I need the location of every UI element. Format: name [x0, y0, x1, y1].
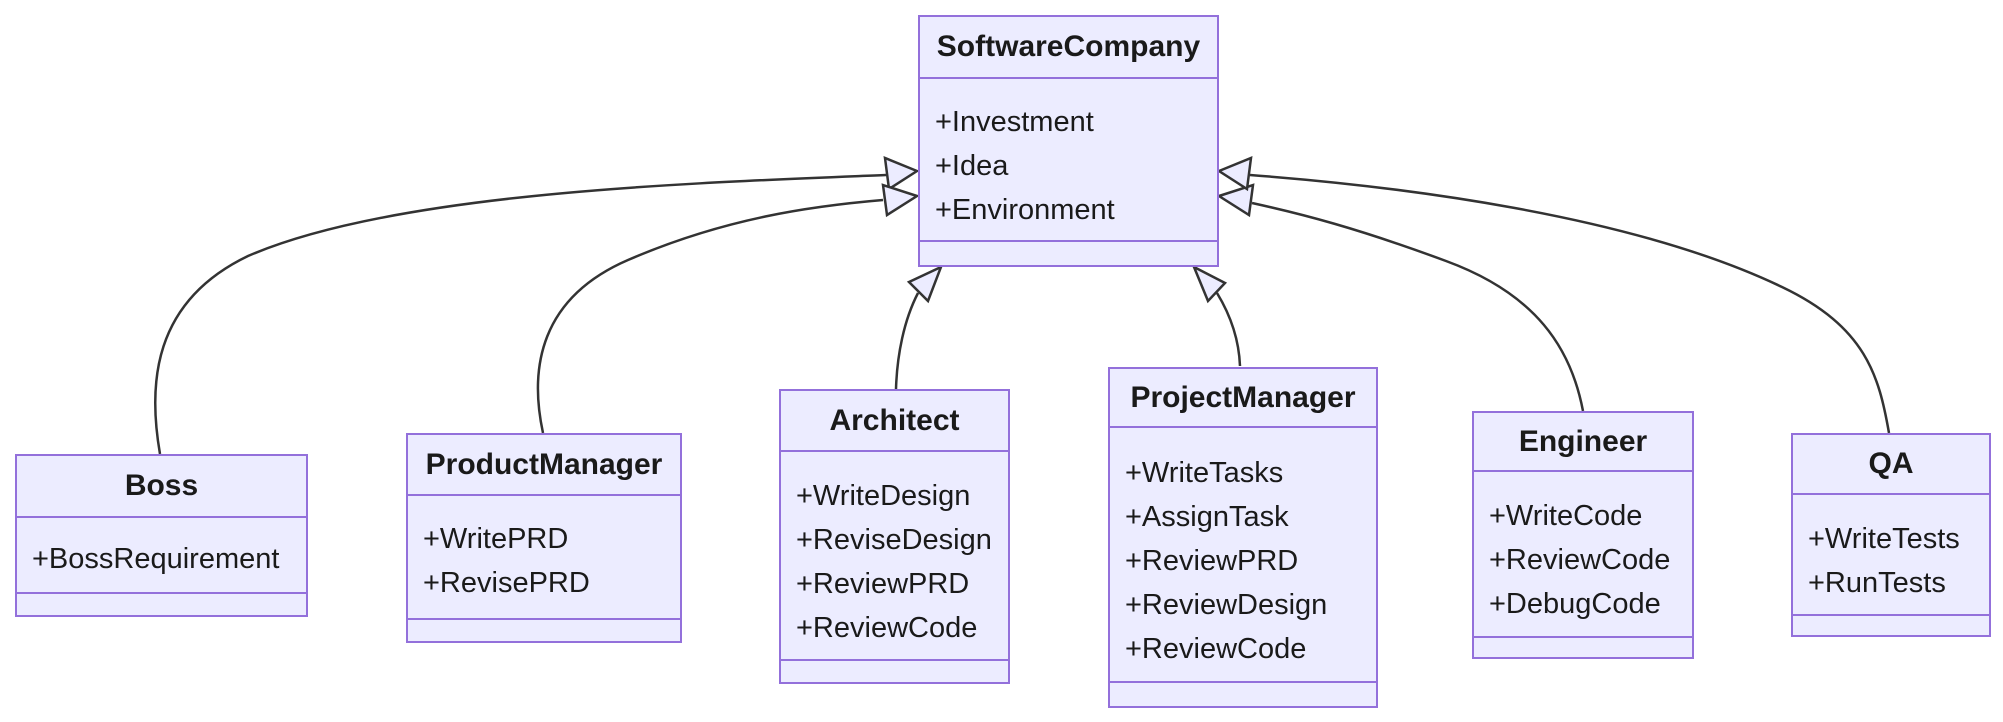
class-member: +ReviewPRD — [796, 568, 970, 600]
class-member: +Idea — [935, 150, 1009, 182]
class-title: QA — [1793, 435, 1989, 495]
edge-boss-extends-softwarecompany — [153, 173, 887, 455]
class-methods-empty-section — [1110, 681, 1376, 706]
inheritance-arrowhead-engineer — [1216, 183, 1255, 218]
edge-productmanager-extends-softwarecompany — [536, 198, 884, 434]
edge-qa-extends-softwarecompany — [1249, 173, 1891, 434]
class-member: +AssignTask — [1125, 501, 1289, 533]
class-methods-empty-section — [920, 240, 1217, 265]
class-member: +WritePRD — [423, 523, 569, 555]
class-member: +Environment — [935, 194, 1115, 226]
class-box-engineer: Engineer +WriteCode +ReviewCode +DebugCo… — [1472, 411, 1694, 659]
edge-architect-extends-softwarecompany — [894, 292, 920, 390]
class-box-projectmanager: ProjectManager +WriteTasks +AssignTask +… — [1108, 367, 1378, 708]
class-member: +ReviewCode — [796, 612, 978, 644]
class-members: +WritePRD +RevisePRD — [408, 496, 680, 605]
class-member: +WriteTests — [1808, 523, 1960, 555]
inheritance-arrowhead-boss — [883, 156, 920, 192]
class-member: +WriteTasks — [1125, 457, 1284, 489]
class-member: +RevisePRD — [423, 567, 590, 599]
class-methods-empty-section — [781, 659, 1008, 682]
class-title: Architect — [781, 391, 1008, 452]
class-methods-empty-section — [408, 618, 680, 641]
class-member: +ReviewPRD — [1125, 545, 1299, 577]
class-methods-empty-section — [17, 592, 306, 615]
edge-engineer-extends-softwarecompany — [1251, 201, 1585, 412]
class-member: +ReviseDesign — [796, 524, 992, 556]
class-members: +WriteCode +ReviewCode +DebugCode — [1474, 472, 1692, 626]
class-methods-empty-section — [1474, 636, 1692, 657]
class-box-softwarecompany: SoftwareCompany +Investment +Idea +Envir… — [918, 15, 1219, 267]
edge-projectmanager-extends-softwarecompany — [1215, 292, 1242, 367]
class-box-productmanager: ProductManager +WritePRD +RevisePRD — [406, 433, 682, 643]
class-box-architect: Architect +WriteDesign +ReviseDesign +Re… — [779, 389, 1010, 684]
class-title: ProductManager — [408, 435, 680, 496]
class-member: +WriteCode — [1489, 500, 1643, 532]
inheritance-arrowhead-qa — [1216, 156, 1253, 192]
class-members: +WriteTasks +AssignTask +ReviewPRD +Revi… — [1110, 428, 1376, 671]
class-member: +ReviewDesign — [1125, 589, 1328, 621]
class-member: +ReviewCode — [1125, 633, 1307, 665]
class-member: +Investment — [935, 106, 1094, 138]
inheritance-arrowhead-architect — [906, 264, 944, 304]
class-member: +WriteDesign — [796, 480, 971, 512]
class-member: +RunTests — [1808, 567, 1946, 599]
class-box-boss: Boss +BossRequirement — [15, 454, 308, 617]
class-members: +WriteDesign +ReviseDesign +ReviewPRD +R… — [781, 452, 1008, 650]
class-title: SoftwareCompany — [920, 17, 1217, 79]
class-title: Engineer — [1474, 413, 1692, 472]
class-title: ProjectManager — [1110, 369, 1376, 428]
class-member: +BossRequirement — [32, 543, 280, 575]
inheritance-arrowhead-projectmanager — [1191, 264, 1228, 304]
class-title: Boss — [17, 456, 306, 518]
class-members: +Investment +Idea +Environment — [920, 79, 1217, 232]
class-member: +DebugCode — [1489, 588, 1661, 620]
class-members: +WriteTests +RunTests — [1793, 495, 1989, 605]
class-methods-empty-section — [1793, 614, 1989, 635]
class-member: +ReviewCode — [1489, 544, 1671, 576]
class-members: +BossRequirement — [17, 518, 306, 581]
class-box-qa: QA +WriteTests +RunTests — [1791, 433, 1991, 637]
inheritance-arrowhead-productmanager — [881, 183, 920, 218]
